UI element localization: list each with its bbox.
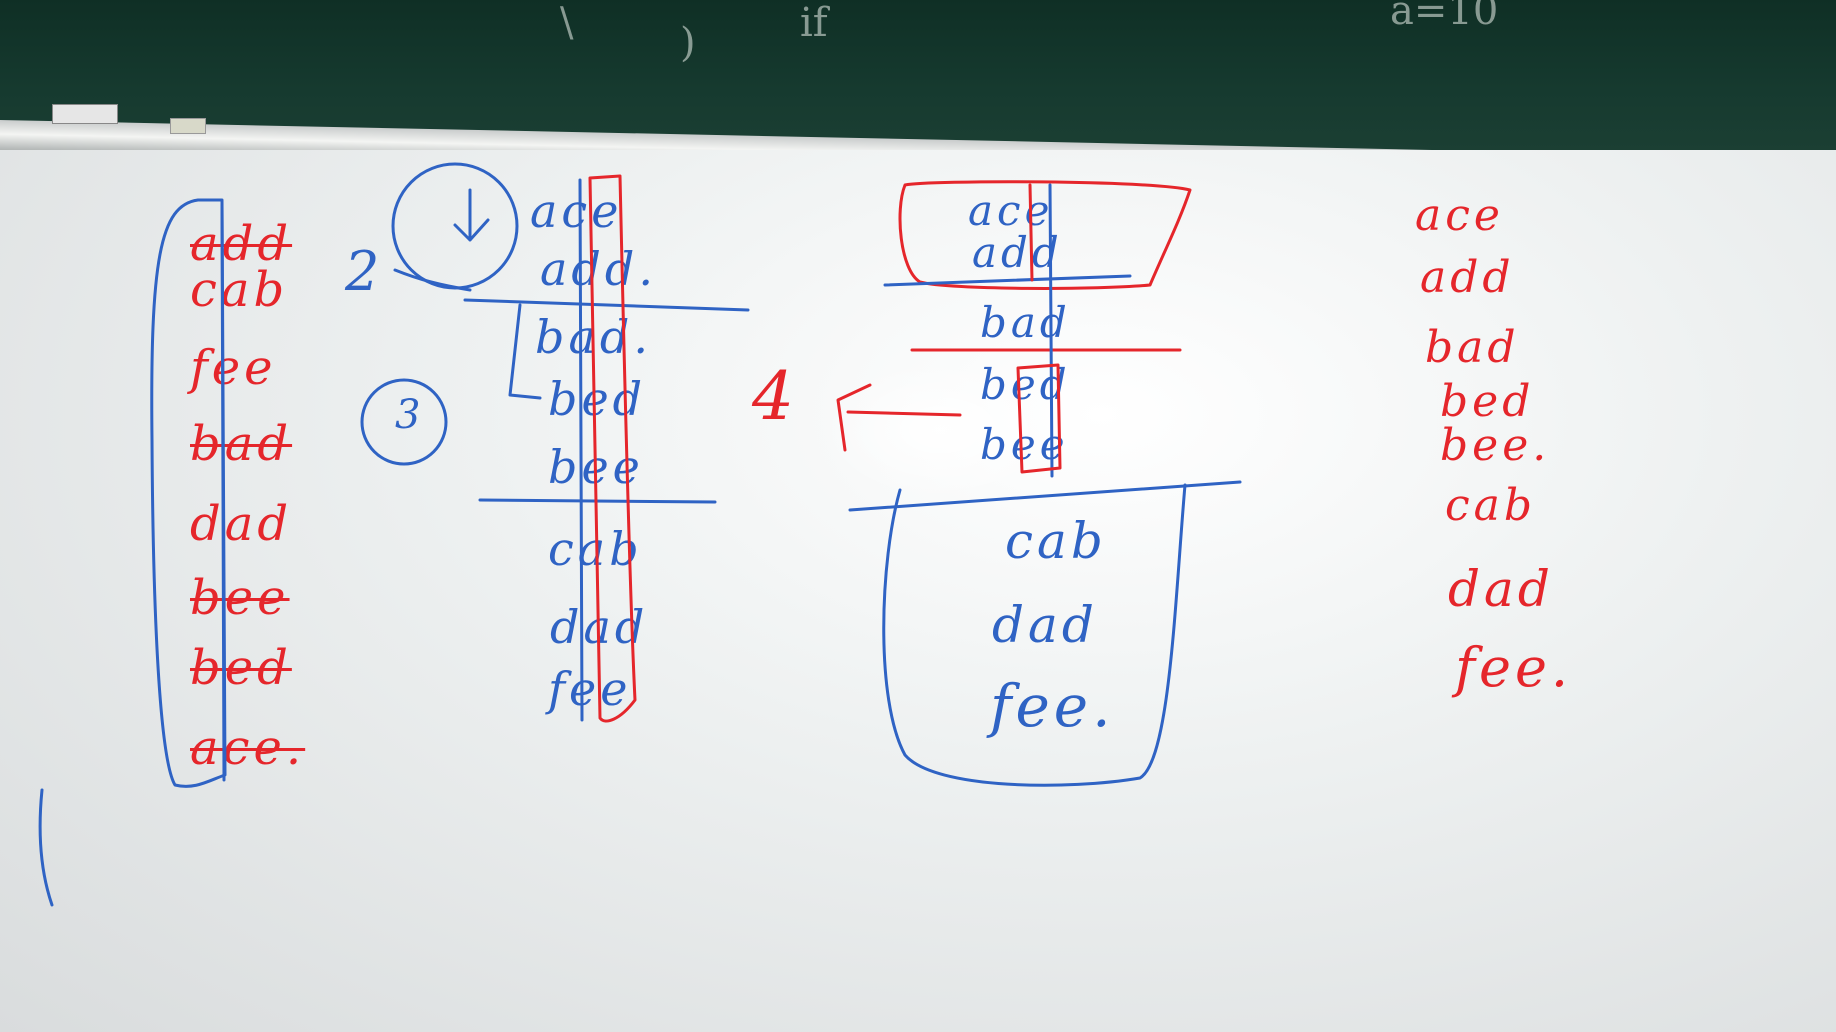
word-add: add.	[540, 242, 657, 296]
divider-line	[478, 498, 717, 504]
word-ace: ace.	[190, 720, 306, 776]
word-ace: ace	[1415, 190, 1504, 241]
word-dad: dad	[1448, 560, 1554, 618]
eraser	[170, 118, 206, 134]
word-fee: fee.	[1455, 636, 1573, 699]
chalk-mark: a=10	[1390, 0, 1499, 34]
column3-red-inner-box	[1016, 363, 1062, 474]
word-bed: bed	[190, 640, 292, 696]
step-connector	[393, 268, 472, 292]
word-cab: cab	[1445, 480, 1537, 531]
step-label-4: 4	[752, 358, 798, 435]
word-bee: bee.	[1440, 420, 1551, 471]
word-bad: bad	[1425, 322, 1520, 373]
chalk-mark: )	[680, 20, 696, 66]
word-cab: cab	[548, 522, 643, 576]
word-fee: fee	[190, 340, 277, 396]
step-circle	[360, 378, 448, 466]
step-label-3: 3	[395, 392, 425, 438]
word-add: add	[972, 228, 1063, 277]
word-dad: dad	[190, 496, 293, 552]
divider-line	[848, 480, 1242, 512]
column3-guide	[1048, 183, 1054, 478]
column3-blue-box	[882, 483, 1187, 787]
column3-red-box	[898, 180, 1192, 290]
column2-guide	[578, 178, 584, 722]
word-cab: cab	[1005, 512, 1107, 570]
word-bee: bee	[190, 570, 290, 626]
step4-bracket	[836, 383, 872, 452]
column3-red-guide	[1028, 183, 1034, 282]
column2-red-box	[588, 174, 637, 723]
bracket-marker	[508, 303, 542, 400]
board-clip	[52, 104, 118, 124]
step-label-2: 2	[345, 240, 384, 303]
step4-pointer	[846, 410, 962, 417]
chalk-mark: \	[560, 0, 574, 46]
stray-stroke	[38, 788, 54, 907]
divider-line	[883, 274, 1132, 287]
word-cab: cab	[190, 262, 289, 318]
divider-line	[463, 298, 750, 312]
word-bad: bad	[190, 416, 293, 472]
word-add: add	[1420, 252, 1515, 303]
word-ace: ace	[530, 184, 623, 238]
column1-bracket	[150, 198, 227, 788]
down-arrow-icon	[453, 188, 490, 242]
column1-bucket-line	[220, 203, 226, 782]
word-add: add	[190, 216, 293, 272]
word-fee: fee.	[990, 672, 1115, 740]
word-ace: ace	[968, 186, 1054, 235]
word-fee: fee	[548, 662, 632, 716]
whiteboard	[0, 150, 1836, 1032]
word-bed: bed	[1440, 376, 1535, 427]
word-dad: dad	[992, 596, 1098, 654]
chalkboard: \ ) if a=10	[0, 0, 1836, 150]
chalk-mark: if	[800, 0, 828, 46]
